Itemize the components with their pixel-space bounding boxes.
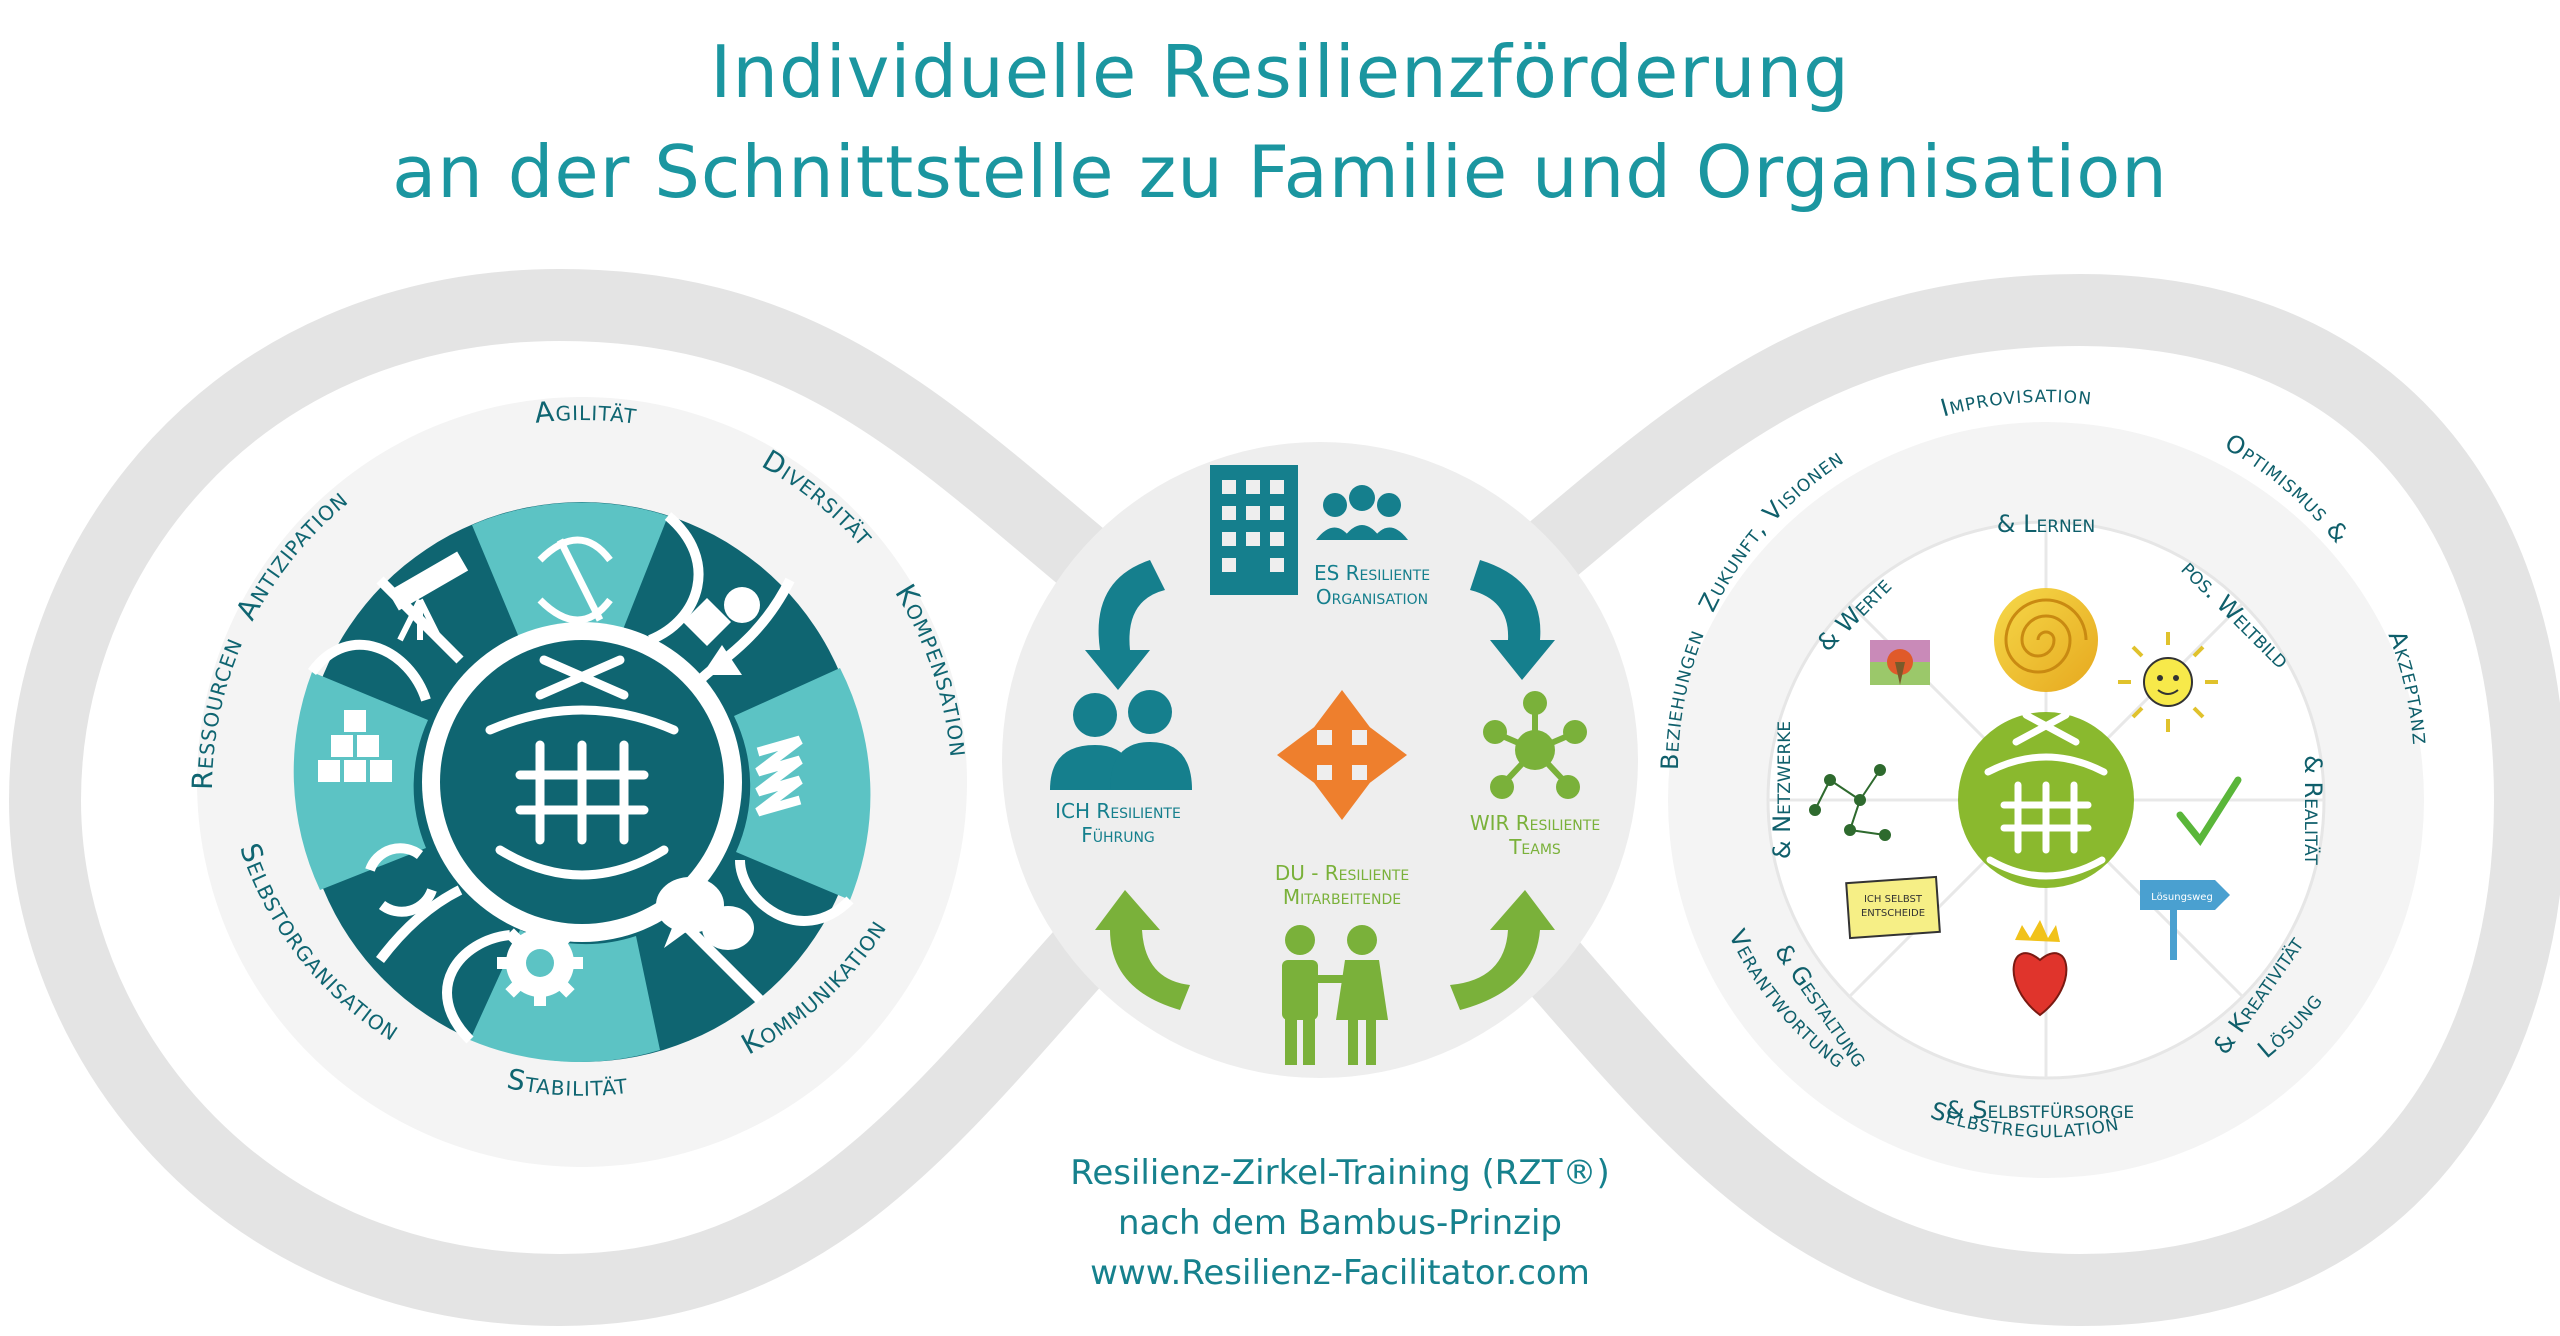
- label-selbstreg-2: & Selbstfürsorge: [1946, 1096, 2134, 1124]
- wir-label-line-2: Teams: [1508, 835, 1561, 859]
- telescope-icon: [387, 551, 469, 642]
- building-icon: [1210, 465, 1298, 595]
- page-title-line-1: Individuelle Resilienzförderung: [710, 30, 1850, 114]
- network-icon: [1483, 691, 1587, 799]
- left-wheel: Antizipation Agilität Diversität Kompens…: [186, 394, 976, 1167]
- group-people-icon: [1316, 485, 1408, 540]
- leaders-icon: [1050, 690, 1192, 790]
- wir-label-line-1: WIR Resiliente: [1470, 811, 1600, 835]
- arrow-top-right: [1470, 560, 1555, 680]
- arrow-top-left: [1085, 560, 1165, 690]
- four-way-arrows-icon: [1277, 690, 1407, 820]
- right-wheel: Lösungsweg ICH SELBST ENTSCHEIDE: [1656, 380, 2434, 1178]
- segment-agility: [472, 502, 668, 640]
- couple-icon: [1282, 925, 1388, 1065]
- arrow-bottom-right: [1450, 890, 1555, 1010]
- signpost-text: Lösungsweg: [2151, 892, 2213, 903]
- page-title-line-2: an der Schnittstelle zu Familie und Orga…: [392, 130, 2168, 214]
- du-label-line-2: Mitarbeitende: [1283, 885, 1401, 909]
- spiral-sun-icon: [1994, 588, 2098, 692]
- label-improvisation-1: Improvisation: [1937, 380, 2093, 422]
- arrow-bottom-left: [1095, 890, 1190, 1010]
- signpost-icon: Lösungsweg: [2140, 880, 2230, 960]
- bamboo-hut-icon-left: [485, 655, 679, 880]
- du-label-line-1: DU - Resiliente: [1275, 861, 1409, 885]
- label-improvisation-2: & Lernen: [1997, 510, 2095, 538]
- ich-label-line-1: ICH Resiliente: [1055, 799, 1181, 823]
- es-label-line-1: ES Resiliente: [1314, 561, 1430, 585]
- heart-icon: [2012, 920, 2068, 1017]
- label-agilitaet: Agilität: [533, 394, 639, 431]
- bamboo-hut-icon-right: [1984, 711, 2108, 880]
- footer-website-link[interactable]: www.Resilienz-Facilitator.com: [1090, 1253, 1590, 1293]
- label-akzeptanz-2: & Realität: [2299, 755, 2327, 865]
- decision-note-icon: ICH SELBST ENTSCHEIDE: [1845, 875, 1941, 940]
- gear-icon: [497, 920, 583, 1006]
- center-circle: ES Resiliente Organisation ICH Resilient…: [1002, 442, 1638, 1078]
- note-text-line-2: ENTSCHEIDE: [1861, 908, 1925, 919]
- spring-icon: [755, 735, 803, 817]
- sunrise-landscape-icon: [1870, 640, 1930, 685]
- chat-bubbles-icon: [656, 877, 754, 950]
- es-label-line-2: Organisation: [1316, 585, 1428, 609]
- agility-arrows-icon: [537, 536, 613, 624]
- footer-line-1: Resilienz-Zirkel-Training (RZT®): [1070, 1153, 1610, 1193]
- ich-label-line-2: Führung: [1081, 823, 1155, 847]
- refresh-cycle-icon: [365, 843, 437, 917]
- network-sketch-icon: [1809, 764, 1891, 841]
- note-text-line-1: ICH SELBST: [1864, 894, 1923, 905]
- segment-compensation: [734, 668, 871, 900]
- label-beziehungen-2: & Netzwerke: [1768, 721, 1796, 859]
- smiling-sun-icon: [2118, 632, 2218, 732]
- footer-line-2: nach dem Bambus-Prinzip: [1117, 1203, 1562, 1243]
- checkmark-icon: [2176, 776, 2242, 847]
- shapes-icon: [682, 587, 760, 675]
- boxes-icon: [318, 710, 392, 782]
